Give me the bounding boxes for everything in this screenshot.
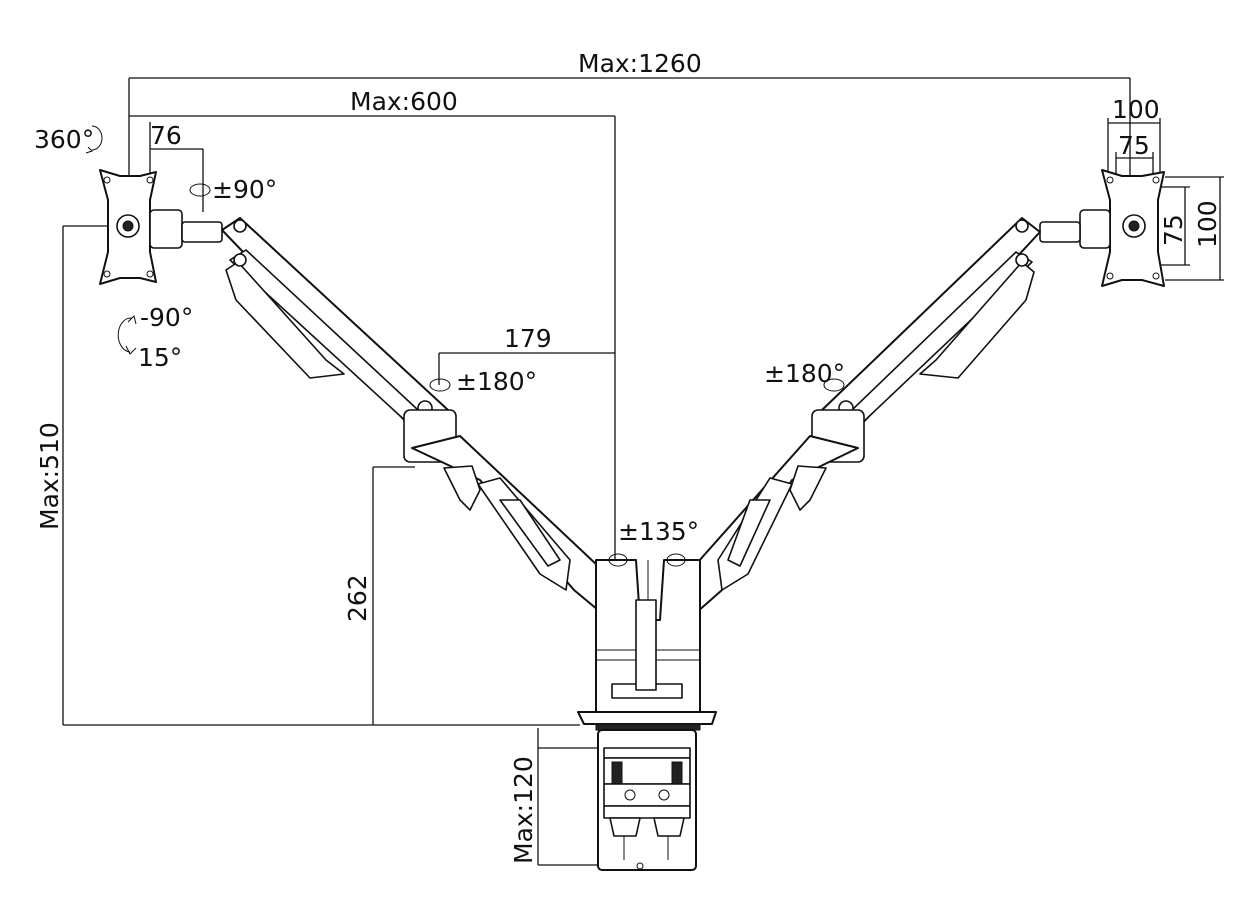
right-arm (665, 217, 1041, 621)
tilt-down-label: 15° (138, 343, 182, 372)
max-height-label: Max:510 (35, 422, 64, 530)
labels: Max:1260 Max:600 76 179 100 75 75 100 Ma… (34, 49, 1222, 864)
tilt-icon (117, 317, 133, 353)
max-span-label: Max:1260 (578, 49, 702, 78)
right-vesa-plate (1039, 169, 1165, 287)
vesa-v-75-label: 75 (1159, 214, 1188, 246)
offset-179-label: 179 (504, 324, 552, 353)
swivel-135-label: ±135° (618, 517, 699, 546)
swivel-180-right-label: ±180° (764, 359, 845, 388)
center-post (577, 559, 717, 731)
arrowhead-icon (85, 146, 93, 154)
desk-clamp (597, 729, 697, 871)
clamp-max-label: Max:120 (509, 756, 538, 864)
swivel-135-right-icon (666, 553, 686, 567)
rotate-360-label: 360° (34, 125, 94, 154)
arrowhead-icon (127, 315, 137, 325)
vesa-h-75-label: 75 (1118, 131, 1150, 160)
swivel-180-left-icon (429, 378, 451, 392)
swivel-90-icon (189, 183, 211, 197)
vesa-h-100-label: 100 (1112, 95, 1160, 124)
swivel-180-left-label: ±180° (456, 367, 537, 396)
swivel-180-right-icon (823, 378, 845, 392)
pole-height-label: 262 (343, 574, 372, 622)
vesa-v-100-label: 100 (1193, 200, 1222, 248)
left-vesa-plate (99, 169, 223, 285)
rotation-symbols (85, 125, 845, 567)
tilt-up-label: -90° (140, 303, 193, 332)
max-reach-label: Max:600 (350, 87, 458, 116)
left-arm (221, 217, 633, 621)
swivel-135-left-icon (608, 553, 628, 567)
swivel-90-label: ±90° (212, 175, 277, 204)
arrowhead-icon (125, 345, 137, 355)
rotate-360-icon (91, 125, 103, 151)
offset-76-label: 76 (150, 121, 182, 150)
